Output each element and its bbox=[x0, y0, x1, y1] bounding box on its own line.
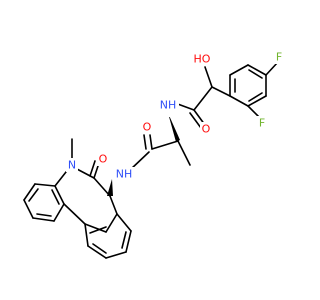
bond bbox=[109, 195, 118, 215]
atom-label-o-lactam: O bbox=[99, 153, 108, 166]
hydroxyl-group: HO bbox=[191, 52, 213, 66]
amide-oxygen-2: O bbox=[141, 120, 153, 134]
bond bbox=[116, 213, 132, 232]
bond bbox=[23, 183, 36, 201]
amide-oxygen-1: O bbox=[200, 122, 212, 136]
lactam-oxygen: O bbox=[97, 152, 109, 166]
bond bbox=[105, 251, 127, 259]
bond bbox=[177, 140, 191, 166]
bond bbox=[265, 61, 279, 76]
fluorine-atom-top: F bbox=[273, 50, 285, 64]
bond bbox=[151, 140, 179, 150]
atom-label-layer: F F HO O NH O NH N bbox=[66, 50, 285, 181]
bond bbox=[74, 167, 95, 179]
bond bbox=[105, 213, 118, 233]
bond bbox=[32, 217, 55, 222]
bond bbox=[53, 203, 65, 222]
bond bbox=[84, 223, 107, 233]
atom-label-o-amide1: O bbox=[202, 123, 211, 136]
wedge-bond bbox=[168, 113, 180, 142]
bond bbox=[125, 230, 132, 253]
atom-label-oh: HO bbox=[194, 53, 211, 66]
atom-label-n-ring: N bbox=[68, 159, 76, 172]
bond bbox=[51, 189, 60, 205]
bond bbox=[121, 231, 127, 249]
fluorine-atom-bottom: F bbox=[256, 116, 268, 130]
molecule-diagram: F F HO O NH O NH N bbox=[23, 50, 285, 259]
atom-label-nh2: NH bbox=[116, 168, 133, 181]
bond bbox=[92, 243, 107, 254]
bond bbox=[36, 213, 52, 217]
atom-label-o-amide2: O bbox=[143, 121, 152, 134]
bond bbox=[34, 183, 56, 187]
bond bbox=[247, 64, 267, 76]
bond bbox=[63, 203, 86, 225]
bond bbox=[247, 95, 267, 107]
bond bbox=[248, 92, 263, 102]
atom-label-f2: F bbox=[259, 117, 265, 130]
bond bbox=[54, 185, 65, 205]
bond bbox=[23, 199, 34, 219]
bond bbox=[229, 95, 249, 107]
bond bbox=[204, 66, 213, 88]
bond-layer bbox=[23, 61, 279, 259]
ring-nitrogen: N bbox=[66, 158, 78, 172]
bond bbox=[143, 134, 147, 150]
atom-label-f1: F bbox=[276, 51, 282, 64]
bond bbox=[189, 112, 202, 129]
bond bbox=[89, 160, 96, 177]
bond bbox=[248, 69, 263, 79]
bond bbox=[211, 86, 231, 97]
atom-label-nh1: NH bbox=[160, 99, 177, 112]
bond bbox=[89, 226, 107, 234]
bond bbox=[84, 223, 89, 247]
bond bbox=[28, 188, 39, 202]
amide-nitrogen-1: NH bbox=[157, 93, 179, 117]
amide-nitrogen-2: NH bbox=[113, 167, 135, 181]
bond bbox=[149, 134, 153, 150]
bond bbox=[87, 245, 107, 259]
bond bbox=[229, 64, 249, 76]
bond bbox=[54, 171, 67, 187]
bond bbox=[193, 86, 213, 111]
wedge-bond bbox=[107, 179, 113, 196]
bond bbox=[93, 177, 111, 197]
